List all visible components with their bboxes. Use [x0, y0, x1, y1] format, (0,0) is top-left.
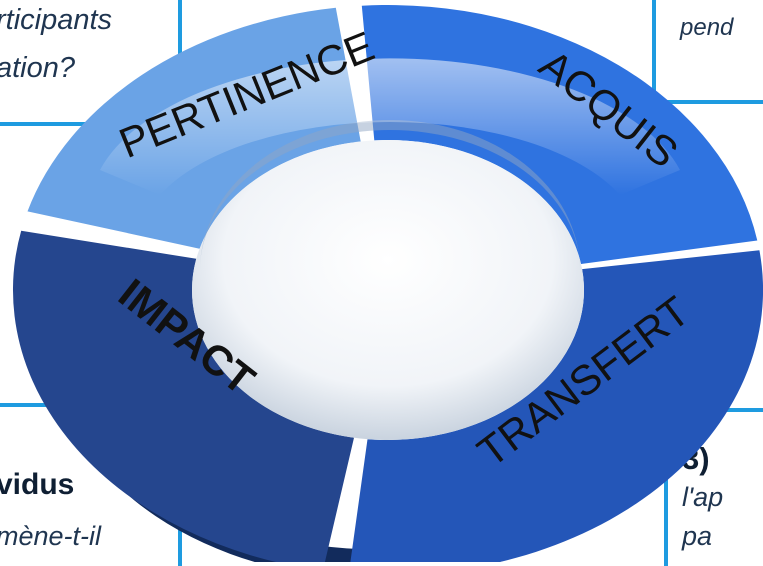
frame-top-right	[652, 0, 763, 104]
bottom-left-title: vidus	[0, 468, 75, 501]
top-left-text-line1: rticipants	[0, 4, 113, 36]
ring-hole	[192, 140, 584, 440]
bottom-left-text-line1: mène-t-il	[0, 521, 102, 551]
bottom-right-text-line2: pa	[682, 521, 713, 551]
segment-transfert	[350, 250, 763, 562]
segment-gloss	[100, 58, 680, 195]
top-left-text-line2: ation?	[0, 52, 76, 84]
segment-impact	[12, 230, 354, 562]
bottom-right-text-line1: l'ap	[682, 482, 724, 512]
top-right-text-line1: pend	[680, 14, 734, 41]
